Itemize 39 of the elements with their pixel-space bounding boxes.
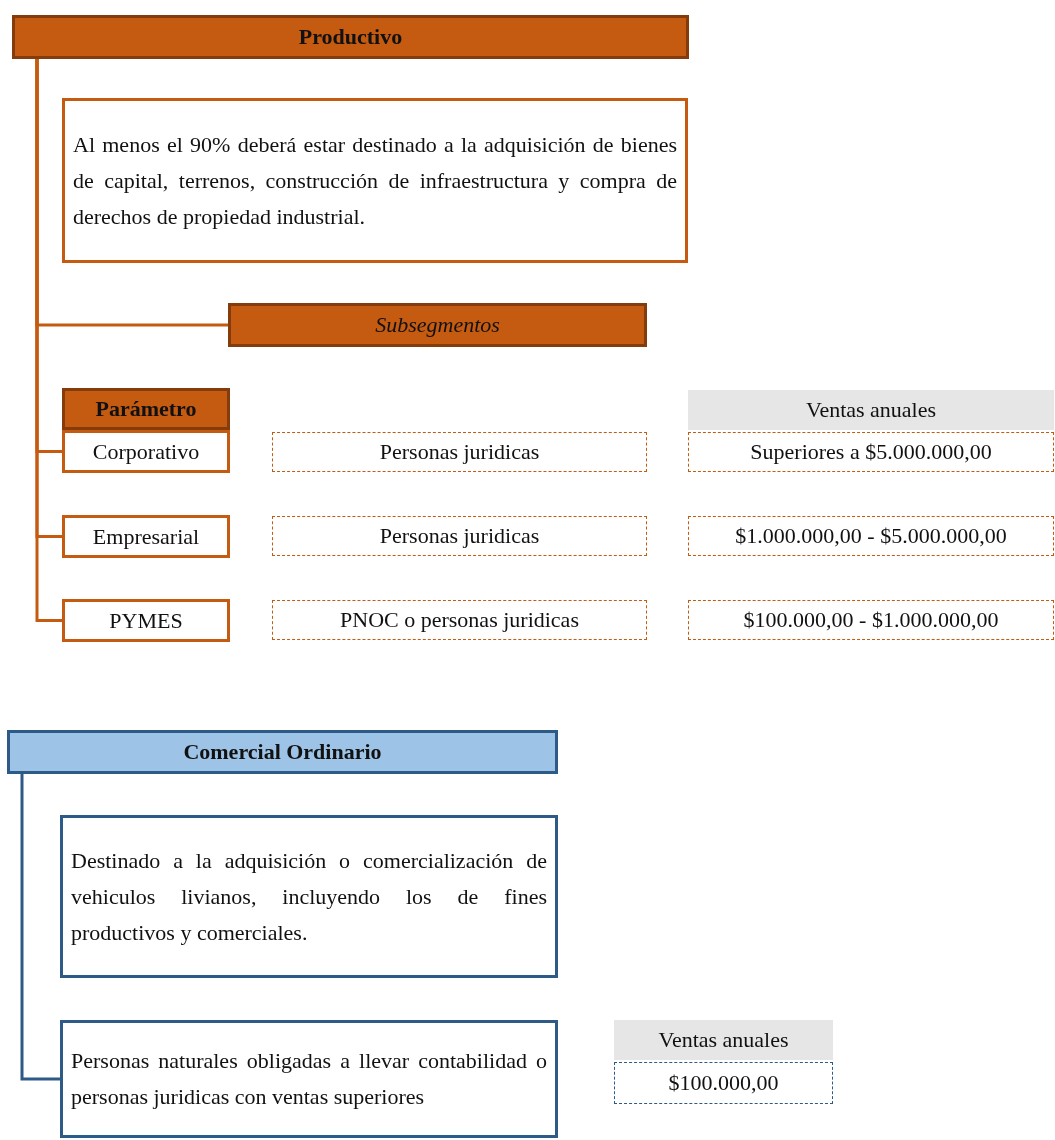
value-text: Personas juridicas	[379, 525, 540, 547]
category-label: Corporativo	[92, 440, 200, 463]
value-text: Personas juridicas	[379, 441, 540, 463]
category-box	[62, 430, 230, 473]
value-cell	[688, 432, 1054, 472]
column-header	[688, 390, 1054, 430]
category-label: Empresarial	[92, 525, 200, 548]
description-text: Al menos el 90% deberá estar destinado a la adquisición de bienes de capital, terrenos, construcción de infraestructura y compra de derechos de propiedad industrial.	[73, 130, 677, 231]
header-bar	[12, 15, 689, 59]
category-box	[62, 599, 230, 642]
section-title: Subsegmentos	[375, 314, 500, 336]
value-cell	[614, 1062, 833, 1104]
header-bar	[7, 730, 558, 774]
value-cell	[688, 516, 1054, 556]
value-text: $1.000.000,00 - $5.000.000,00	[735, 525, 1007, 547]
column-title: Ventas anuales	[658, 1029, 789, 1051]
header-title: Productivo	[298, 26, 403, 48]
column-title: Parámetro	[95, 398, 197, 420]
header-title: Comercial Ordinario	[183, 741, 382, 763]
value-cell	[688, 600, 1054, 640]
text-box	[62, 98, 688, 263]
category-box	[62, 515, 230, 558]
section-bar	[228, 303, 647, 347]
description-text: Destinado a la adquisición o comercialización de vehiculos livianos, incluyendo los de fines productivos y comerciales.	[71, 846, 547, 947]
connector-line	[20, 774, 60, 1081]
column-title: Ventas anuales	[805, 399, 937, 421]
column-header	[614, 1020, 833, 1060]
value-cell	[272, 432, 647, 472]
value-cell	[272, 600, 647, 640]
category-label: PYMES	[109, 609, 183, 632]
value-text: $100.000,00 - $1.000.000,00	[743, 609, 999, 631]
description-text: Personas naturales obligadas a llevar contabilidad o personas juridicas con ventas superiores	[71, 1047, 547, 1111]
value-text: PNOC o personas juridicas	[340, 609, 579, 631]
text-box	[60, 1020, 558, 1138]
value-text: $100.000,00	[668, 1072, 779, 1094]
text-box	[60, 815, 558, 978]
value-text: Superiores a $5.000.000,00	[750, 441, 992, 463]
value-cell	[272, 516, 647, 556]
column-header	[62, 388, 230, 430]
